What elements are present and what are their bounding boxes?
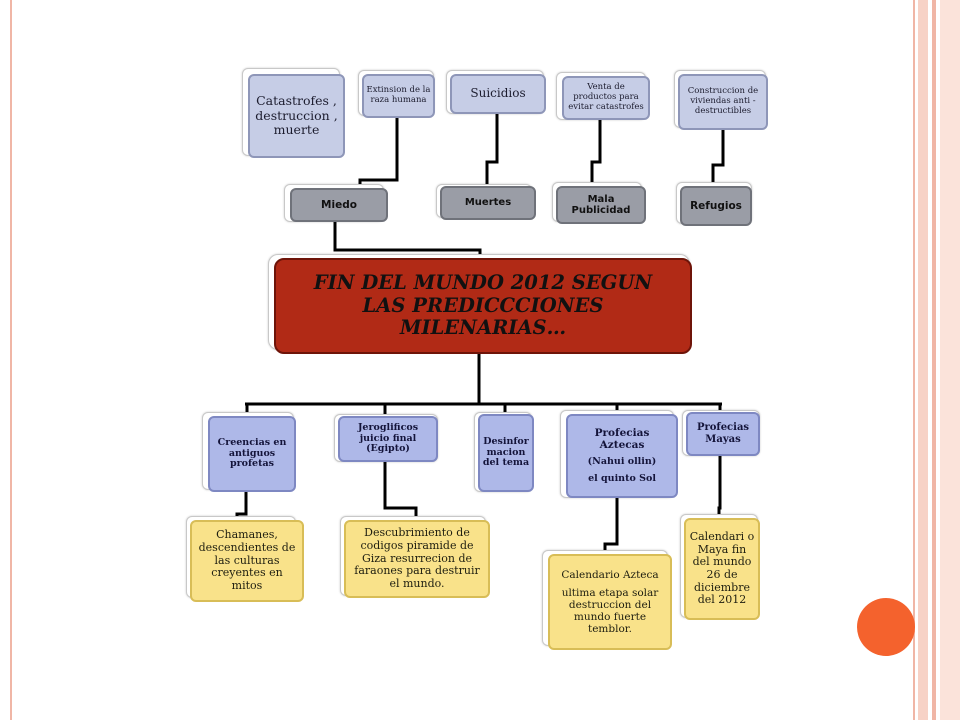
decor-circle	[857, 598, 915, 656]
node-mayas: Profecias Mayas	[686, 412, 760, 456]
node-label: ultima etapa solar destruccion del mundo…	[561, 586, 659, 636]
node-jeroglificos: Jeroglificos juicio final (Egipto)	[338, 416, 438, 462]
node-refugios: Refugios	[680, 186, 752, 226]
node-muertes: Muertes	[440, 186, 536, 220]
node-label: Muertes	[464, 197, 512, 209]
node-mala-publicidad: Mala Publicidad	[556, 186, 646, 224]
node-label: Calendari o Maya fin del mundo 26 de dic…	[689, 530, 755, 607]
node-catastrofes: Catastrofes , destruccion , muerte	[248, 74, 345, 158]
node-label: Venta de productos para evitar catastrof…	[568, 82, 644, 112]
slide-frame	[10, 0, 915, 720]
node-label: Desinfor macion del tema	[482, 435, 530, 469]
node-label: Jeroglificos juicio final (Egipto)	[357, 421, 419, 455]
decor-stripe	[918, 0, 928, 720]
node-label: Profecias Mayas	[696, 422, 750, 445]
node-label: Catastrofes , destruccion , muerte	[255, 93, 338, 138]
node-label: Construccion de viviendas anti - destruc…	[687, 86, 759, 116]
node-label: Miedo	[321, 198, 357, 211]
node-calendario-maya: Calendari o Maya fin del mundo 26 de dic…	[684, 518, 760, 620]
node-miedo: Miedo	[290, 188, 388, 222]
node-label: el quinto Sol	[588, 473, 656, 485]
node-label: Extinsion de la raza humana	[366, 85, 431, 105]
node-construccion: Construccion de viviendas anti - destruc…	[678, 74, 768, 130]
node-label: Calendario Azteca	[561, 568, 659, 581]
node-codigos: Descubrimiento de codigos piramide de Gi…	[344, 520, 490, 598]
node-chamanes: Chamanes, descendientes de las culturas …	[190, 520, 304, 602]
node-label: Creencias en antiguos profetas	[217, 436, 287, 470]
node-label: Refugios	[690, 199, 742, 212]
node-label: Chamanes, descendientes de las culturas …	[198, 528, 296, 592]
node-label: (Nahui ollin)	[587, 456, 657, 468]
node-suicidios: Suicidios	[450, 74, 546, 114]
node-desinformacion: Desinfor macion del tema	[478, 414, 534, 492]
node-extincion: Extinsion de la raza humana	[362, 74, 435, 118]
node-aztecas: Profecias Aztecas (Nahui ollin) el quint…	[566, 414, 678, 498]
node-label: Suicidios	[470, 86, 526, 101]
node-label: Profecias Aztecas	[594, 427, 650, 452]
node-label: Mala Publicidad	[571, 193, 631, 217]
node-creencias: Creencias en antiguos profetas	[208, 416, 296, 492]
node-venta: Venta de productos para evitar catastrof…	[562, 76, 650, 120]
decor-stripe	[932, 0, 936, 720]
node-label: Descubrimiento de codigos piramide de Gi…	[354, 526, 480, 590]
central-title: FIN DEL MUNDO 2012 SEGUN LAS PREDICCCION…	[313, 271, 653, 340]
central-topic: FIN DEL MUNDO 2012 SEGUN LAS PREDICCCION…	[274, 258, 692, 354]
node-calendario-azteca: Calendario Azteca ultima etapa solar des…	[548, 554, 672, 650]
decor-stripe	[940, 0, 960, 720]
